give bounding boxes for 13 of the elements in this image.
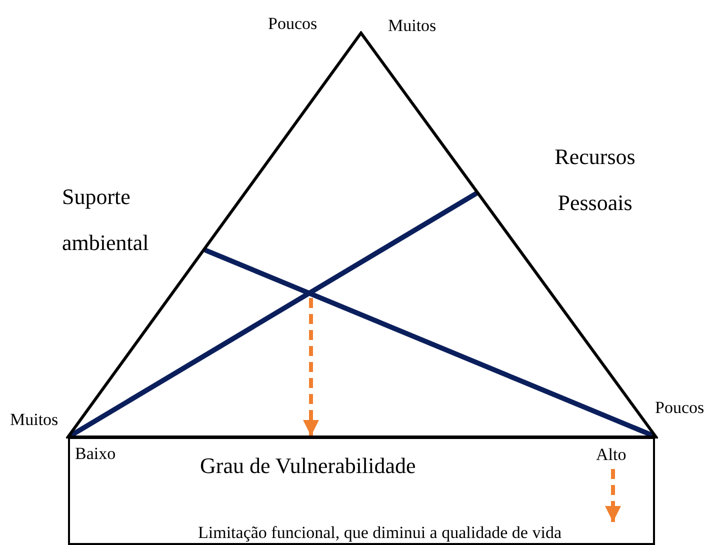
scale-end-label: Alto — [596, 445, 636, 467]
vertex-label: Poucos — [268, 14, 318, 34]
side-label: Suporte ambiental — [62, 183, 150, 257]
outcome-text: Limitação funcional, que diminui a qualidade de vida — [198, 523, 658, 545]
vertex-label: Muitos — [388, 16, 436, 36]
vertex-label: Poucos — [655, 398, 704, 418]
arrow — [605, 469, 621, 522]
arrow — [303, 298, 319, 436]
side-label: Recursos Pessoais — [554, 143, 636, 217]
scale-title: Grau de Vulnerabilidade — [200, 453, 416, 479]
scale-box — [68, 437, 655, 545]
scale-end-label: Baixo — [75, 444, 116, 464]
vertex-label: Muitos — [10, 410, 58, 430]
